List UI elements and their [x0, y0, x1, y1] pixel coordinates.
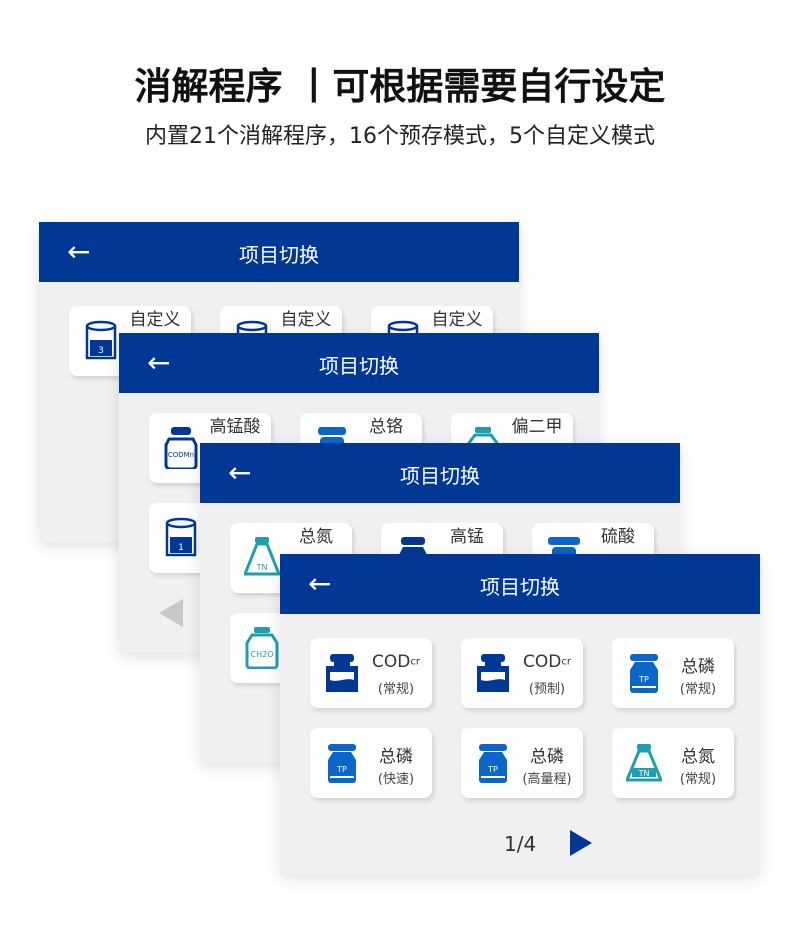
card-sublabel: (预制): [528, 682, 566, 697]
weight-icon: [477, 654, 509, 692]
card-label: 总磷: [681, 657, 715, 677]
back-arrow-icon[interactable]: ←: [228, 456, 252, 489]
bottle-icon: TP: [630, 654, 658, 693]
svg-text:TN: TN: [638, 769, 650, 778]
card-label: 总氮: [299, 527, 333, 547]
card-label: 总氮: [681, 747, 715, 767]
svg-text:3: 3: [98, 346, 104, 356]
header: ← 项目切换: [200, 443, 680, 503]
next-page-button[interactable]: [570, 830, 592, 856]
card-label: 总铬: [369, 417, 403, 437]
back-arrow-icon[interactable]: ←: [67, 235, 91, 268]
card-sublabel: (快速): [377, 772, 415, 787]
bottle-icon: CH2O: [245, 627, 279, 669]
item-card-cod-prefab[interactable]: CODcr (预制): [461, 638, 583, 708]
card-label: 自定义: [280, 310, 332, 330]
svg-text:TP: TP: [336, 765, 347, 774]
flask-icon: TN: [244, 537, 280, 576]
cylinder-icon: 1: [165, 517, 197, 557]
card-label: 高锰酸: [209, 417, 261, 437]
bottle-icon: TP: [479, 744, 507, 783]
page-title: 消解程序 丨可根据需要自行设定: [134, 65, 666, 108]
card-label: 总磷: [530, 747, 564, 767]
card-label: 硫酸: [601, 527, 635, 547]
card-label: CODcr: [523, 652, 571, 672]
weight-icon: [326, 654, 358, 692]
bottle-icon: CODMn: [164, 427, 198, 469]
pagination: 1/4: [280, 830, 760, 860]
page-subtitle: 内置21个消解程序，16个预存模式，5个自定义模式: [145, 124, 655, 149]
svg-text:TP: TP: [487, 765, 498, 774]
header-title: 项目切换: [400, 464, 480, 488]
header: ← 项目切换: [280, 554, 760, 614]
item-card-cod-standard[interactable]: CODcr (常规): [310, 638, 432, 708]
item-card-tp-high-range[interactable]: TP 总磷 (高量程): [461, 728, 583, 798]
page-indicator: 1/4: [504, 832, 537, 856]
flask-icon: TN: [626, 744, 662, 782]
card-sublabel: (常规): [377, 682, 415, 697]
header-title: 项目切换: [319, 354, 399, 378]
card-label: 高锰: [450, 527, 484, 547]
item-card-tp-standard[interactable]: TP 总磷 (常规): [612, 638, 734, 708]
cylinder-icon: 3: [85, 320, 117, 360]
header: ← 项目切换: [119, 333, 599, 393]
card-sublabel: (高量程): [522, 772, 572, 787]
svg-text:TN: TN: [256, 563, 268, 572]
header-title: 项目切换: [480, 575, 560, 599]
panel-page-1: ← 项目切换 CODcr (常规) CODcr (预制) TP 总磷 (常规) …: [280, 554, 760, 874]
card-label: CODcr: [372, 652, 420, 672]
svg-text:1: 1: [178, 543, 184, 553]
card-sublabel: (常规): [679, 772, 717, 787]
item-card-tn-standard[interactable]: TN 总氮 (常规): [612, 728, 734, 798]
header: ← 项目切换: [39, 222, 519, 282]
svg-text:CH2O: CH2O: [251, 650, 274, 659]
back-arrow-icon[interactable]: ←: [308, 567, 332, 600]
card-label: 总磷: [379, 747, 413, 767]
svg-text:TP: TP: [638, 675, 649, 684]
card-sublabel: (常规): [679, 682, 717, 697]
prev-page-button[interactable]: [159, 599, 183, 627]
card-label: 自定义: [431, 310, 483, 330]
item-card-tp-fast[interactable]: TP 总磷 (快速): [310, 728, 432, 798]
card-label: 偏二甲: [511, 417, 563, 437]
back-arrow-icon[interactable]: ←: [147, 346, 171, 379]
header-title: 项目切换: [239, 243, 319, 267]
svg-text:CODMn: CODMn: [168, 451, 194, 459]
card-label: 自定义: [129, 310, 181, 330]
bottle-icon: TP: [328, 744, 356, 783]
